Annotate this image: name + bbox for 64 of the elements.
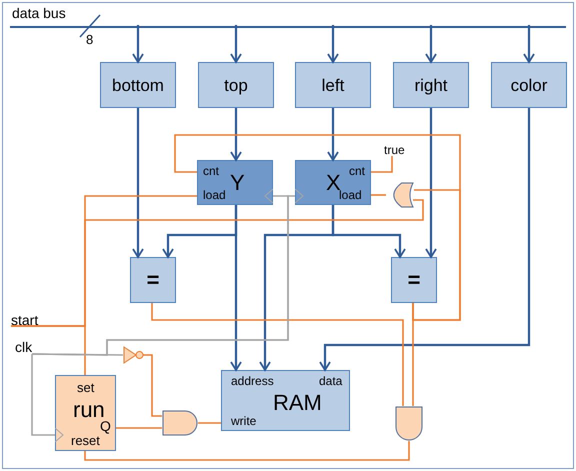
register-box (100, 62, 176, 108)
arrow (523, 25, 535, 63)
port-label: set (77, 381, 94, 394)
port-label: load (203, 189, 226, 201)
register-box (295, 62, 371, 108)
port-label: data (319, 375, 342, 387)
block-label: run (73, 399, 105, 421)
data-bus-line (10, 6, 566, 28)
arrow (327, 108, 339, 161)
arrow (230, 205, 242, 371)
counter-box (197, 160, 273, 205)
ram-block (221, 370, 350, 431)
bus-width-label: 8 (86, 33, 94, 46)
wire (11, 325, 86, 375)
wire (198, 422, 221, 424)
port-label: reset (71, 434, 100, 447)
and-gate-symbol (395, 406, 423, 441)
counter-label: X (326, 172, 341, 194)
arrow (230, 25, 242, 63)
arrow (425, 25, 437, 63)
inverter-symbol (123, 346, 143, 364)
wire (151, 303, 404, 406)
register-label: right (413, 76, 449, 94)
register-label: left (320, 76, 346, 94)
port-label: write (231, 415, 256, 427)
bus-label: data bus (12, 6, 66, 20)
port-label: cnt (349, 165, 366, 177)
counter-label: Y (230, 172, 245, 194)
arrow (132, 108, 144, 258)
arrow (230, 108, 242, 161)
register-box (198, 62, 274, 108)
arrow (327, 25, 339, 63)
port-label: Q (100, 419, 111, 433)
port-label: cnt (203, 165, 220, 177)
register-box (491, 62, 567, 108)
arrow (132, 25, 144, 63)
register-box (393, 62, 469, 108)
comparator-box (130, 257, 176, 303)
arrow (425, 108, 437, 258)
arrow (31, 354, 64, 442)
register-label: top (223, 76, 249, 94)
register-label: bottom (111, 76, 165, 94)
signal-label: start (11, 313, 38, 327)
arrow (332, 205, 406, 258)
register-label: = (406, 269, 422, 291)
port-label: load (339, 189, 362, 201)
comparator-box (391, 257, 437, 303)
wire (84, 441, 410, 461)
wire (32, 353, 123, 356)
wire (116, 427, 162, 429)
counter-box (295, 160, 371, 205)
register-label: color (510, 76, 548, 94)
block-label: RAM (273, 392, 322, 414)
signal-label: true (384, 144, 405, 156)
arrow (319, 108, 530, 371)
wire (143, 354, 162, 417)
register-label: = (146, 269, 160, 291)
wire (412, 189, 461, 321)
and-gate-symbol (162, 410, 198, 436)
signal-label: clk (15, 340, 32, 354)
port-label: address (231, 375, 274, 387)
flip-flop-box (55, 375, 116, 451)
wire (371, 194, 386, 196)
wire (371, 156, 393, 173)
